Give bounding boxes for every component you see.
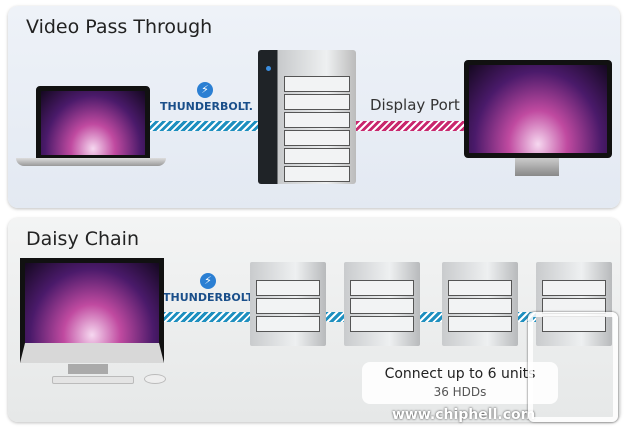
displayport-cable — [356, 121, 466, 131]
imac-stand — [68, 364, 108, 374]
caption-text: Connect up to 6 units — [384, 366, 536, 382]
thunderbolt-label: THUNDERBOLT. — [163, 291, 256, 304]
caption-sub-text: 36 HDDs — [433, 385, 487, 399]
thunderbolt-label: THUNDERBOLT. — [160, 100, 253, 113]
thunderbolt-logo: ⚡ THUNDERBOLT. — [160, 82, 253, 113]
chiphell-logo — [528, 312, 618, 422]
section-title: Video Pass Through — [26, 16, 213, 38]
monitor-stand — [515, 158, 559, 176]
laptop-base — [16, 158, 166, 166]
monitor-screen — [464, 60, 612, 158]
keyboard — [52, 376, 134, 384]
thunderbolt-logo: ⚡ THUNDERBOLT. — [163, 273, 256, 304]
caption-box: Connect up to 6 units 36 HDDs — [362, 362, 558, 404]
mouse — [144, 374, 166, 384]
watermark-url: www.chiphell.com — [392, 407, 536, 423]
raid-unit-1 — [250, 262, 326, 346]
raid-unit-2 — [344, 262, 420, 346]
power-light-icon — [266, 66, 271, 71]
laptop-screen — [36, 86, 150, 160]
display-port-label: Display Port — [370, 96, 460, 114]
raid-unit-3 — [442, 262, 518, 346]
raid-unit-4 — [536, 262, 612, 346]
thunderbolt-cable — [148, 121, 258, 131]
thunderbolt-icon: ⚡ — [200, 273, 216, 289]
imac-screen — [20, 258, 164, 363]
thunderbolt-icon: ⚡ — [197, 82, 213, 98]
section-title: Daisy Chain — [26, 228, 140, 250]
raid-storage-unit — [258, 50, 356, 184]
